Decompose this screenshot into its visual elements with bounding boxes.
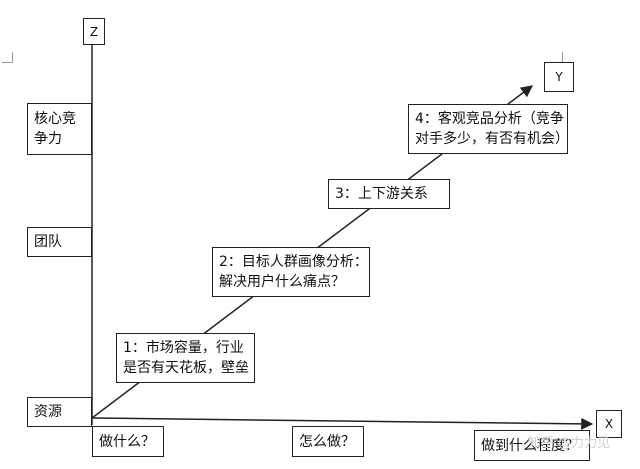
step-1-box: 1：市场容量，行业 是否有天花板，壁垒 [116, 333, 255, 383]
step-4-box: 4：客观竞品分析（竞争 对手多少，有否有机会） [408, 104, 569, 154]
z-item-team: 团队 [27, 227, 92, 257]
z-item-core-competitiveness: 核心竞 争力 [27, 103, 92, 155]
step-2-box: 2：目标人群画像分析： 解决用户什么痛点？ [212, 247, 370, 297]
corner-mark-left [2, 52, 13, 63]
y-axis-label: Y [544, 62, 574, 92]
x-axis-line [91, 417, 594, 430]
step-3-box: 3：上下游关系 [328, 179, 450, 209]
x-item-how: 怎么做？ [292, 426, 364, 457]
x-item-degree: 做到什么程度？ [474, 430, 590, 461]
z-item-resource: 资源 [27, 397, 92, 427]
watermark: 知乎 @力力见 [528, 436, 611, 451]
x-item-what: 做什么？ [92, 426, 164, 457]
x-axis-label: X [596, 410, 622, 438]
z-axis-label: Z [83, 18, 105, 45]
